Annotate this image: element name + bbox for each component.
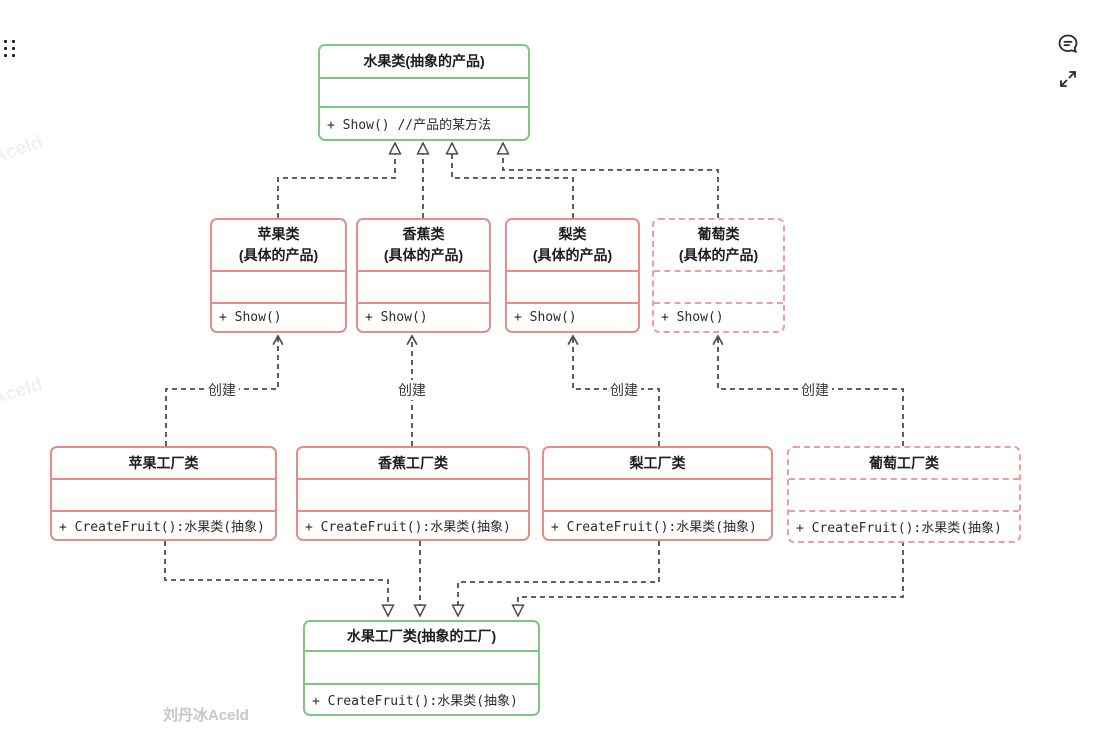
class-method: + CreateFruit():水果类(抽象) [796, 521, 1002, 536]
class-title: 梨工厂类 [629, 454, 686, 471]
class-title: 水果类(抽象的产品) [363, 53, 485, 69]
class-attributes [212, 270, 345, 304]
class-attributes [544, 478, 771, 512]
class-title: 苹果类 [257, 226, 300, 242]
class-attributes [305, 650, 538, 685]
class-grape-factory: 葡萄工厂类 + CreateFruit():水果类(抽象) [787, 446, 1021, 543]
drag-handle-icon[interactable] [4, 40, 15, 57]
class-attributes [507, 270, 638, 304]
class-attributes [358, 270, 489, 304]
realization-grape-factory [518, 541, 904, 616]
class-method: + CreateFruit():水果类(抽象) [305, 520, 511, 535]
create-label: 创建 [205, 380, 239, 400]
class-attributes [298, 478, 528, 512]
class-title: 梨类 [558, 226, 587, 242]
class-banana-factory: 香蕉工厂类 + CreateFruit():水果类(抽象) [296, 446, 530, 541]
class-method: + CreateFruit():水果类(抽象) [59, 520, 265, 535]
realization-apple-factory [164, 541, 388, 616]
class-grape-product: 葡萄类 (具体的产品) + Show() [652, 218, 785, 333]
realization-pear-factory [458, 541, 660, 616]
class-pear-product: 梨类 (具体的产品) + Show() [505, 218, 640, 333]
generalization-apple-to-fruit [277, 143, 395, 218]
class-method: + Show() [219, 310, 282, 325]
class-attributes [52, 478, 275, 512]
class-attributes [789, 478, 1019, 512]
class-method: + Show() //产品的某方法 [327, 118, 492, 133]
class-pear-factory: 梨工厂类 + CreateFruit():水果类(抽象) [542, 446, 773, 541]
class-attributes [320, 77, 528, 108]
class-subtitle: (具体的产品) [532, 247, 613, 263]
class-subtitle: (具体的产品) [238, 247, 319, 263]
class-method: + Show() [514, 310, 577, 325]
class-subtitle: (具体的产品) [678, 247, 759, 263]
class-attributes [654, 270, 783, 304]
comment-icon[interactable] [1055, 31, 1081, 62]
class-title: 苹果工厂类 [128, 454, 199, 471]
generalization-pear-to-fruit [452, 143, 574, 218]
class-fruit-factory-abstract: 水果工厂类(抽象的工厂) + CreateFruit():水果类(抽象) [303, 620, 540, 716]
create-arrow-grape [712, 334, 904, 446]
class-banana-product: 香蕉类 (具体的产品) + Show() [356, 218, 491, 333]
class-method: + Show() [365, 310, 428, 325]
generalization-grape-to-fruit [503, 143, 719, 218]
class-title: 葡萄工厂类 [869, 454, 939, 471]
create-label: 创建 [395, 380, 429, 400]
create-label: 创建 [798, 380, 832, 400]
class-title: 香蕉工厂类 [378, 454, 448, 471]
class-fruit-abstract: 水果类(抽象的产品) + Show() //产品的某方法 [318, 44, 530, 141]
class-method: + CreateFruit():水果类(抽象) [312, 694, 518, 709]
create-label: 创建 [607, 380, 641, 400]
class-subtitle: (具体的产品) [383, 247, 464, 263]
class-method: + Show() [661, 310, 724, 325]
class-title: 香蕉类 [402, 226, 445, 242]
class-method: + CreateFruit():水果类(抽象) [551, 520, 757, 535]
class-title: 水果工厂类(抽象的工厂) [346, 627, 497, 644]
class-apple-factory: 苹果工厂类 + CreateFruit():水果类(抽象) [50, 446, 277, 541]
class-apple-product: 苹果类 (具体的产品) + Show() [210, 218, 347, 333]
expand-icon[interactable] [1057, 68, 1079, 95]
class-title: 葡萄类 [697, 226, 740, 242]
